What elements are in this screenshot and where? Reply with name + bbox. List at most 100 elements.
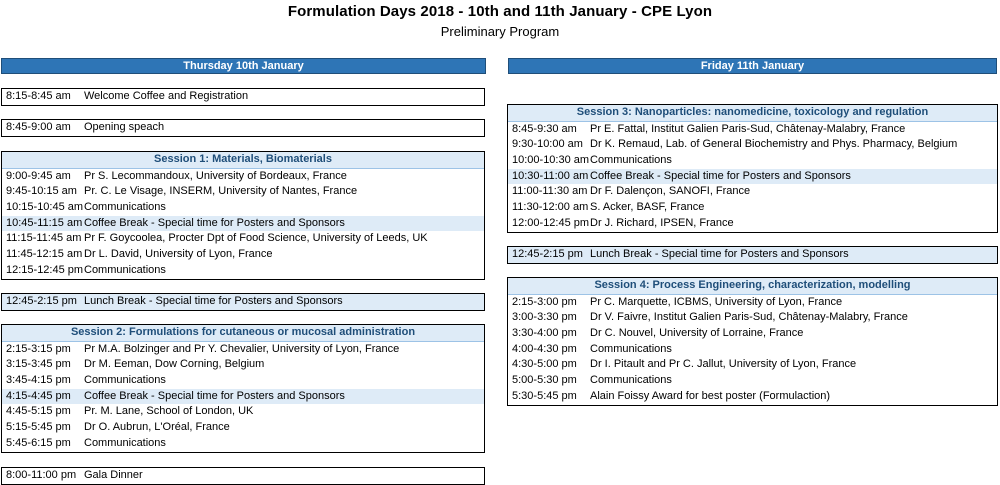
time-cell: 3:15-3:45 pm (6, 358, 71, 371)
time-cell: 2:15-3:15 pm (6, 342, 71, 355)
event-cell: Dr L. David, University of Lyon, France (84, 248, 273, 261)
session-title: Session 3: Nanoparticles: nanomedicine, … (508, 105, 997, 122)
event-cell: Welcome Coffee and Registration (84, 90, 249, 102)
session-4-block: Session 4: Process Engineering, characte… (507, 277, 998, 406)
session-2-block: Session 2: Formulations for cutaneous or… (1, 324, 485, 453)
event-cell: Alain Foissy Award for best poster (Form… (590, 389, 831, 402)
event-cell: Opening speach (84, 121, 165, 133)
time-cell: 9:00-9:45 am (6, 169, 71, 182)
lunch-row: 12:45-2:15 pm Lunch Break - Special time… (508, 247, 997, 263)
time-cell: 8:00-11:00 pm (6, 469, 77, 481)
event-cell: Dr M. Eeman, Dow Corning, Belgium (84, 358, 265, 371)
schedule-row: 2:15-3:00 pm Pr C. Marquette, ICBMS, Univ… (508, 295, 997, 311)
time-cell: 4:00-4:30 pm (512, 342, 577, 355)
event-cell: Pr. C. Le Visage, INSERM, University of … (84, 185, 358, 198)
event-cell: Pr E. Fattal, Institut Galien Paris-Sud,… (590, 122, 906, 135)
schedule-row: 8:00-11:00 pm Gala Dinner (2, 468, 484, 484)
schedule-row: 3:00-3:30 pm Dr V. Faivre, Institut Galie… (508, 310, 997, 326)
welcome-block: 8:15-8:45 am Welcome Coffee and Registra… (1, 88, 485, 106)
page-subtitle: Preliminary Program (440, 24, 560, 39)
schedule-row: 8:15-8:45 am Welcome Coffee and Registra… (2, 89, 484, 105)
coffee-break-row: 4:15-4:45 pm Coffee Break - Special time … (2, 388, 484, 405)
lunch-block-thursday: 12:45-2:15 pm Lunch Break - Special time… (1, 293, 485, 311)
time-cell: 10:30-11:00 am (512, 169, 589, 182)
time-cell: 4:15-4:45 pm (6, 389, 71, 402)
time-cell: 3:30-4:00 pm (512, 327, 577, 340)
time-cell: 10:45-11:15 am (6, 216, 83, 229)
dinner-block: 8:00-11:00 pm Gala Dinner (1, 467, 485, 485)
schedule-row: 9:45-10:15 am Pr. C. Le Visage, INSERM, U… (2, 184, 484, 200)
event-cell: Pr C. Marquette, ICBMS, University of Ly… (590, 295, 843, 308)
event-cell: Pr. M. Lane, School of London, UK (84, 405, 254, 418)
time-cell: 9:45-10:15 am (6, 185, 77, 198)
time-cell: 11:00-11:30 am (512, 185, 588, 198)
event-cell: Communications (84, 374, 166, 387)
time-cell: 3:45-4:15 pm (6, 374, 71, 387)
time-cell: 11:45-12:15 am (6, 248, 83, 261)
schedule-row: 8:45-9:30 am Pr E. Fattal, Institut Galie… (508, 122, 997, 138)
time-cell: 5:30-5:45 pm (512, 389, 577, 402)
time-cell: 12:45-2:15 pm (6, 295, 77, 307)
event-cell: Pr M.A. Bolzinger and Pr Y. Chevalier, U… (84, 342, 400, 355)
schedule-row: 5:00-5:30 pm Communications (508, 373, 997, 389)
time-cell: 11:15-11:45 am (6, 232, 82, 245)
time-cell: 10:15-10:45 am (6, 201, 84, 214)
event-cell: Communications (590, 374, 672, 387)
event-cell: Communications (84, 263, 166, 276)
schedule-row: 5:30-5:45 pm Alain Foissy Award for best… (508, 389, 997, 405)
event-cell: Communications (590, 154, 672, 167)
session-title: Session 1: Materials, Biomaterials (2, 152, 484, 169)
time-cell: 9:30-10:00 am (512, 138, 583, 151)
event-cell: Lunch Break - Special time for Posters a… (590, 248, 849, 260)
lunch-block-friday: 12:45-2:15 pm Lunch Break - Special time… (507, 246, 998, 264)
page-title: Formulation Days 2018 - 10th and 11th Ja… (287, 3, 713, 20)
time-cell: 2:15-3:00 pm (512, 295, 577, 308)
time-cell: 5:45-6:15 pm (6, 436, 71, 449)
event-cell: Dr V. Faivre, Institut Galien Paris-Sud,… (590, 311, 908, 324)
time-cell: 4:30-5:00 pm (512, 358, 577, 371)
event-cell: Dr C. Nouvel, University of Lorraine, Fr… (590, 327, 804, 340)
event-cell: Communications (590, 342, 672, 355)
day-header-friday: Friday 11th January (508, 58, 997, 74)
schedule-row: 4:45-5:15 pm Pr. M. Lane, School of Londo… (2, 404, 484, 420)
schedule-row: 8:45-9:00 am Opening speach (2, 120, 484, 136)
event-cell: Dr F. Dalençon, SANOFI, France (590, 185, 751, 198)
time-cell: 8:45-9:00 am (6, 121, 71, 133)
time-cell: 10:00-10:30 am (512, 154, 590, 167)
time-cell: 8:45-9:30 am (512, 122, 577, 135)
time-cell: 3:00-3:30 pm (512, 311, 577, 324)
event-cell: S. Acker, BASF, France (590, 201, 705, 214)
event-cell: Communications (84, 201, 166, 214)
opening-block: 8:45-9:00 am Opening speach (1, 119, 485, 137)
lunch-row: 12:45-2:15 pm Lunch Break - Special time… (2, 294, 484, 310)
event-cell: Coffee Break - Special time for Posters … (590, 169, 851, 182)
schedule-row: 2:15-3:15 pm Pr M.A. Bolzinger and Pr Y. … (2, 342, 484, 358)
schedule-row: 4:00-4:30 pm Communications (508, 342, 997, 358)
day-header-thursday: Thursday 10th January (1, 58, 486, 74)
time-cell: 12:15-12:45 pm (6, 263, 84, 276)
time-cell: 5:00-5:30 pm (512, 374, 577, 387)
time-cell: 4:45-5:15 pm (6, 405, 71, 418)
event-cell: Coffee Break - Special time for Posters … (84, 389, 345, 402)
schedule-row: 3:15-3:45 pm Dr M. Eeman, Dow Corning, Be… (2, 357, 484, 373)
time-cell: 5:15-5:45 pm (6, 421, 71, 434)
event-cell: Gala Dinner (84, 469, 143, 481)
session-1-block: Session 1: Materials, Biomaterials 9:00-… (1, 151, 485, 280)
event-cell: Pr F. Goycoolea, Procter Dpt of Food Sci… (84, 232, 428, 245)
time-cell: 12:45-2:15 pm (512, 248, 583, 260)
time-cell: 8:15-8:45 am (6, 90, 71, 102)
event-cell: Coffee Break - Special time for Posters … (84, 216, 345, 229)
